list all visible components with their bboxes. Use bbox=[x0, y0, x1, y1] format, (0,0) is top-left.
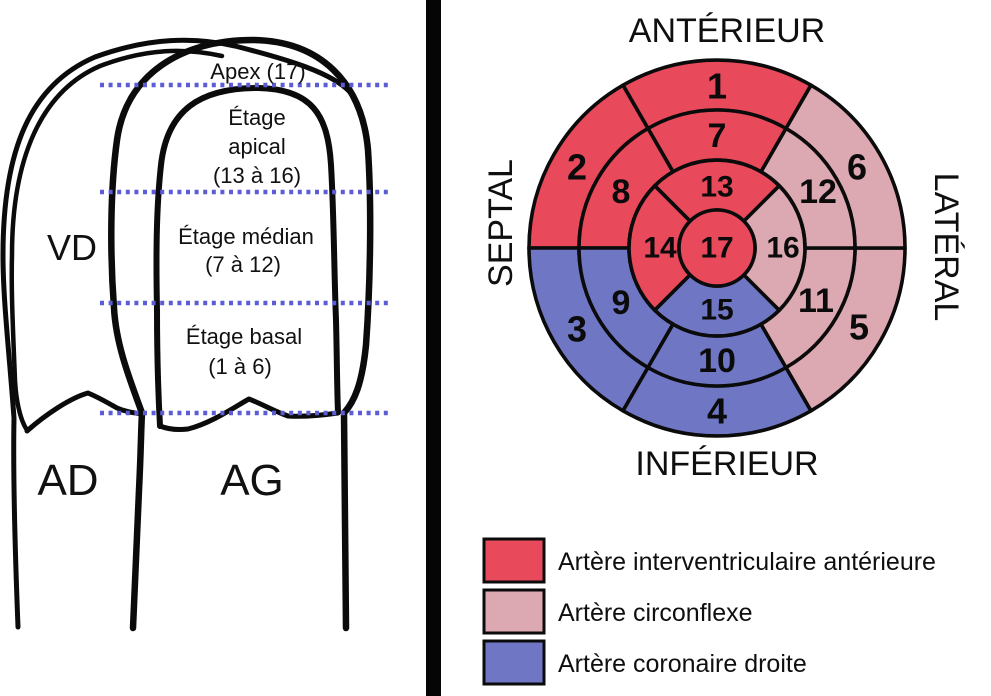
basal-level-label-2: (1 à 6) bbox=[208, 354, 272, 379]
cx-legend-label: Artère circonflexe bbox=[558, 599, 753, 627]
vd-label: VD bbox=[47, 227, 97, 268]
iva-legend-swatch bbox=[482, 537, 546, 584]
segment-12-number: 12 bbox=[799, 173, 837, 211]
ad-label: AD bbox=[37, 456, 98, 505]
segment-5-number: 5 bbox=[849, 307, 869, 348]
heart-diagram: Apex (17) Étage apical (13 à 16) Étage m… bbox=[0, 36, 389, 632]
median-level-label-2: (7 à 12) bbox=[205, 252, 281, 277]
tricuspid-annulus-path bbox=[24, 390, 146, 434]
segment-4-number: 4 bbox=[707, 391, 727, 432]
segment-3-number: 3 bbox=[567, 309, 587, 350]
ag-label: AG bbox=[220, 456, 284, 505]
basal-level-label-1: Étage basal bbox=[186, 324, 302, 349]
segment-17 bbox=[677, 208, 757, 288]
cd-legend-label: Artère coronaire droite bbox=[558, 650, 807, 678]
cx-legend-swatch bbox=[482, 588, 546, 635]
rv-outer-wall-path bbox=[0, 37, 353, 630]
segment-17-number: 17 bbox=[700, 232, 733, 265]
segment-11-number: 11 bbox=[798, 282, 834, 320]
segment-13-number: 13 bbox=[700, 171, 733, 204]
anterior-label: ANTÉRIEUR bbox=[629, 12, 825, 50]
segment-9-number: 9 bbox=[612, 284, 631, 322]
rv-inner-wall-path bbox=[9, 48, 225, 433]
median-level-label-1: Étage médian bbox=[178, 224, 314, 249]
panel-divider bbox=[426, 0, 441, 696]
cd-legend-swatch bbox=[482, 639, 546, 686]
apex-level-label: Apex (17) bbox=[210, 59, 305, 84]
apical-level-label-3: (13 à 16) bbox=[213, 163, 301, 188]
mitral-annulus-path bbox=[157, 396, 341, 433]
lv-epicardium-path bbox=[108, 36, 374, 632]
segment-6-number: 6 bbox=[847, 147, 867, 188]
segment-2-number: 2 bbox=[567, 147, 587, 188]
segment-1-number: 1 bbox=[707, 66, 727, 107]
septal-label: SEPTAL bbox=[482, 159, 520, 287]
legend: Artère interventriculaire antérieure Art… bbox=[482, 537, 936, 686]
segment-14-number: 14 bbox=[643, 232, 677, 265]
lv-endocardium-path bbox=[153, 85, 341, 429]
segment-10-number: 10 bbox=[698, 342, 736, 380]
apical-level-label-1: Étage bbox=[228, 105, 286, 130]
segment-8-number: 8 bbox=[612, 173, 631, 211]
segment-15-number: 15 bbox=[700, 294, 733, 327]
iva-legend-label: Artère interventriculaire antérieure bbox=[558, 548, 936, 576]
lateral-label: LATÉRAL bbox=[927, 173, 965, 322]
apical-level-label-2: apical bbox=[228, 134, 285, 159]
inferior-label: INFÉRIEUR bbox=[635, 445, 818, 483]
segment-16-number: 16 bbox=[766, 232, 799, 265]
bullseye-chart: 1 2 3 4 5 6 7 8 9 10 11 12 13 14 15 16 1… bbox=[482, 12, 965, 483]
segment-7-number: 7 bbox=[708, 117, 727, 155]
